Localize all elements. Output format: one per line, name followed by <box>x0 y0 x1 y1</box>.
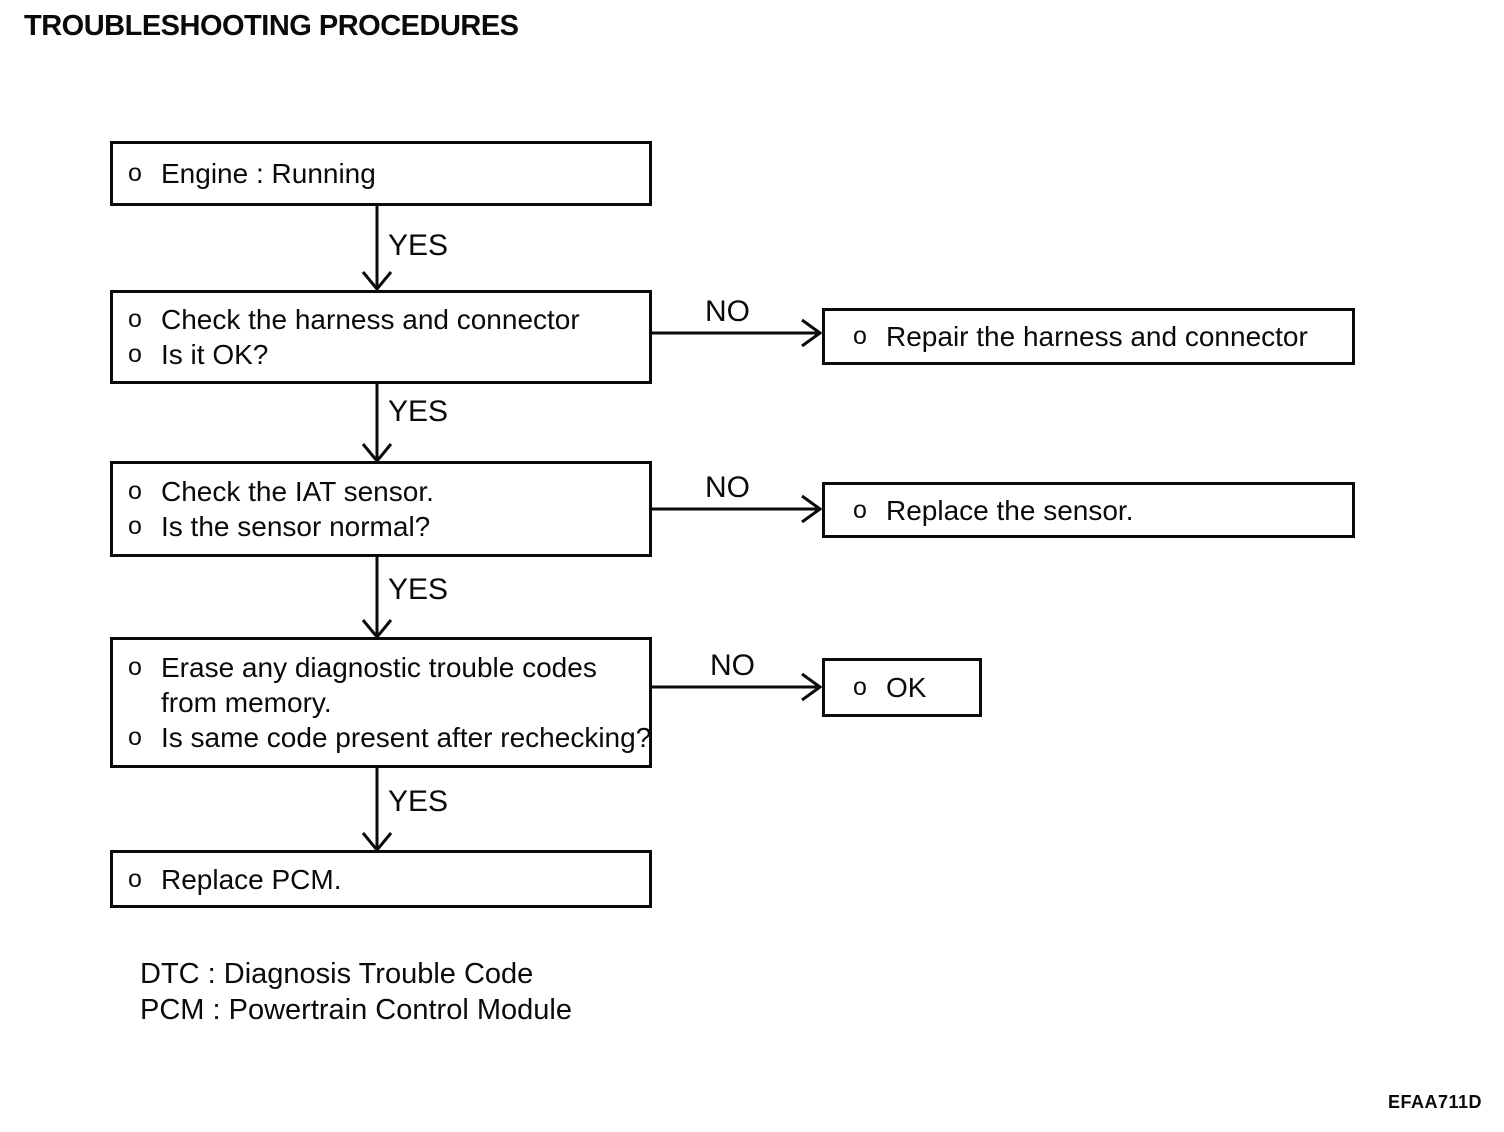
yes-label: YES <box>388 573 449 606</box>
flow-box-dtc-check-text1b: from memory. <box>161 687 332 718</box>
no-label: NO <box>705 471 750 504</box>
bullet-marker: o <box>128 512 142 540</box>
bullet-marker: o <box>853 495 867 524</box>
bullet-marker: o <box>853 673 867 701</box>
flow-box-harness-check-text2: Is it OK? <box>161 339 269 370</box>
no-label: NO <box>710 649 755 682</box>
yes-label: YES <box>388 785 449 818</box>
flow-box-sensor-replace: o Replace the sensor. <box>822 482 1355 538</box>
bullet-marker: o <box>128 723 142 751</box>
flow-box-pcm-replace-text: Replace PCM. <box>161 863 342 895</box>
flow-box-harness-repair: o Repair the harness and connector <box>822 308 1355 365</box>
yes-label: YES <box>388 395 449 428</box>
flow-box-iat-check-text1: Check the IAT sensor. <box>161 476 434 507</box>
bullet-marker: o <box>853 322 867 350</box>
yes-label: YES <box>388 229 449 262</box>
flow-box-dtc-check: o Erase any diagnostic trouble codes fro… <box>110 637 652 768</box>
flow-box-iat-check-text2: Is the sensor normal? <box>161 511 431 542</box>
flow-box-harness-check: o Check the harness and connector o Is i… <box>110 290 652 384</box>
no-label: NO <box>705 295 750 328</box>
flow-box-sensor-replace-text: Replace the sensor. <box>886 494 1134 526</box>
flow-box-engine-text: Engine : Running <box>161 158 376 189</box>
legend: DTC : Diagnosis Trouble Code PCM : Power… <box>140 956 572 1028</box>
flow-box-engine: o Engine : Running <box>110 141 652 206</box>
flow-box-pcm-replace: o Replace PCM. <box>110 850 652 908</box>
page-title: TROUBLESHOOTING PROCEDURES <box>24 10 519 42</box>
bullet-marker: o <box>128 305 142 333</box>
flow-box-ok-text: OK <box>886 672 927 703</box>
flow-box-harness-repair-text: Repair the harness and connector <box>886 321 1308 352</box>
flow-box-dtc-check-text2: Is same code present after rechecking? <box>161 722 652 753</box>
figure-code: EFAA711D <box>1388 1092 1483 1112</box>
bullet-marker: o <box>128 340 142 368</box>
bullet-marker: o <box>128 477 142 505</box>
flow-box-harness-check-text1: Check the harness and connector <box>161 304 580 335</box>
bullet-marker: o <box>128 159 142 187</box>
legend-dtc: DTC : Diagnosis Trouble Code <box>140 958 534 990</box>
bullet-marker: o <box>128 864 142 893</box>
bullet-marker: o <box>128 653 142 681</box>
legend-pcm: PCM : Powertrain Control Module <box>140 994 572 1026</box>
flow-box-iat-check: o Check the IAT sensor. o Is the sensor … <box>110 461 652 557</box>
flow-box-ok: o OK <box>822 658 982 717</box>
flow-box-dtc-check-text1a: Erase any diagnostic trouble codes <box>161 652 597 683</box>
